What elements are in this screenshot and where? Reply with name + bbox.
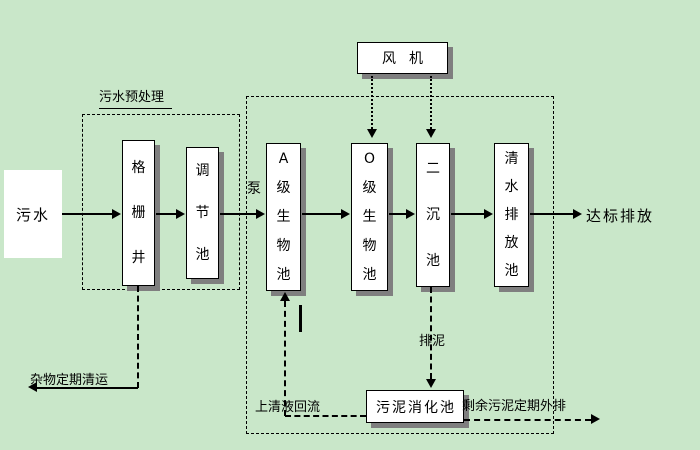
- clarifier-to-digester-line: [430, 287, 432, 379]
- arrow-a-tank-to-o-tank-head: [341, 209, 350, 219]
- arrow-clarifier-to-clearwater-line: [451, 213, 484, 215]
- clarifier-to-digester-head: [426, 379, 436, 388]
- influent-label: 污水: [15, 205, 50, 224]
- supernatant-return-head: [280, 292, 290, 301]
- pretreatment-group-box: [82, 114, 240, 290]
- gridwell-debris-vline: [137, 286, 139, 388]
- arrow-o-tank-to-clarifier-head: [406, 209, 415, 219]
- supernatant-return-vline: [284, 301, 286, 416]
- clear-water-discharge-tank-label: 清水排放池: [504, 151, 519, 279]
- influent-panel: 污水: [4, 170, 62, 258]
- o-grade-bio-tank-box: O级生物池: [351, 143, 388, 291]
- blower-to-o-tank-line: [371, 76, 373, 129]
- arrow-clearwater-to-effluent-head: [573, 209, 582, 219]
- debris-removal-hline: [37, 387, 138, 389]
- blower-label: 风机: [382, 51, 436, 67]
- clear-water-discharge-tank-box: 清水排放池: [494, 143, 529, 287]
- blower-to-clarifier-line: [430, 76, 432, 129]
- supernatant-return-hline: [285, 415, 366, 417]
- arrow-o-tank-to-clarifier-line: [389, 213, 406, 215]
- arrow-clearwater-to-effluent-line: [530, 213, 573, 215]
- a-grade-bio-tank-box: A级生物池: [266, 143, 301, 291]
- arrow-regulating-to-a-tank-head: [256, 209, 265, 219]
- arrow-influent-to-gridwell-line: [62, 213, 112, 215]
- regulating-tank-label: 调节池: [195, 163, 210, 263]
- sludge-digestion-tank-label: 污泥消化池: [376, 399, 456, 416]
- arrow-gridwell-to-regulating-line: [156, 213, 176, 215]
- main-treatment-group-box: [246, 96, 554, 434]
- sludge-digestion-tank-box: 污泥消化池: [366, 390, 464, 423]
- o-grade-bio-tank-label: O级生物池: [362, 150, 377, 283]
- arrow-regulating-to-a-tank-line: [220, 213, 256, 215]
- regulating-tank-box: 调节池: [186, 147, 219, 279]
- blower-to-clarifier-head: [426, 129, 436, 138]
- a-grade-bio-tank-label: A级生物池: [276, 150, 291, 283]
- secondary-clarifier-box: 二沉池: [416, 143, 450, 287]
- blower-to-o-tank-head: [367, 129, 377, 138]
- pretreatment-group-label: 污水预处理: [99, 86, 173, 109]
- debris-removal-label: 杂物定期清运: [30, 373, 109, 388]
- excess-sludge-out-line: [464, 419, 591, 421]
- secondary-clarifier-label: 二沉池: [426, 161, 440, 269]
- effluent-label: 达标排放: [586, 207, 655, 225]
- arrow-a-tank-to-o-tank-line: [302, 213, 341, 215]
- grid-well-box: 格栅井: [122, 140, 155, 286]
- return-line-tick-mark: [299, 305, 302, 332]
- excess-sludge-out-label: 剩余污泥定期外排: [462, 399, 567, 414]
- sludge-discharge-label: 排泥: [417, 330, 448, 349]
- arrow-clarifier-to-clearwater-head: [484, 209, 493, 219]
- blower-box: 风机: [357, 42, 448, 74]
- arrow-gridwell-to-regulating-head: [176, 209, 185, 219]
- pump-label: 泵: [247, 181, 261, 197]
- debris-removal-head: [28, 382, 37, 392]
- excess-sludge-out-head: [591, 414, 600, 424]
- arrow-influent-to-gridwell-head: [112, 209, 121, 219]
- supernatant-return-label: 上清液回流: [255, 400, 321, 415]
- grid-well-label: 格栅井: [131, 159, 146, 266]
